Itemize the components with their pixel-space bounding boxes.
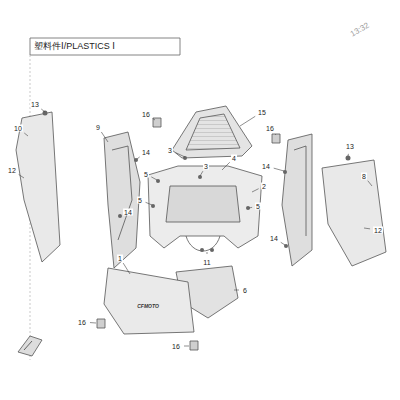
callout-number: 1	[117, 255, 123, 262]
leader-line	[281, 242, 285, 245]
leader-line	[41, 109, 45, 112]
leader-line	[274, 168, 284, 171]
leader-line	[207, 252, 208, 254]
leader-line	[200, 171, 203, 176]
callout-number: 13	[345, 143, 355, 150]
leader-line	[234, 290, 239, 291]
brand-logo: CFMOTO	[136, 304, 160, 309]
leader-line	[153, 118, 155, 120]
leader-line	[120, 215, 121, 216]
callout-number: 11	[202, 259, 211, 266]
callout-number: 16	[77, 319, 87, 326]
callout-number: 15	[257, 109, 267, 116]
leader-line	[275, 134, 277, 136]
callout-number: 6	[242, 287, 248, 294]
callout-number: 14	[261, 163, 271, 170]
leader-line	[348, 154, 349, 156]
leader-line	[222, 162, 230, 170]
callout-number: 2	[261, 183, 267, 190]
diagram-title: 塑料件Ⅰ/PLASTICS Ⅰ	[34, 42, 115, 51]
leader-line	[101, 132, 108, 142]
leader-line	[19, 174, 24, 178]
leader-line	[368, 181, 372, 186]
callout-number: 4	[231, 155, 237, 162]
callout-number: 3	[167, 147, 173, 154]
callout-number: 12	[373, 227, 383, 234]
callout-number: 3	[203, 163, 209, 170]
callout-number: 16	[171, 343, 181, 350]
callout-number: 14	[269, 235, 279, 242]
callout-number: 14	[123, 209, 133, 216]
callout-number: 13	[30, 101, 40, 108]
leader-line	[24, 133, 28, 136]
callout-number: 5	[255, 203, 261, 210]
leader-line	[249, 207, 252, 209]
leader-line	[240, 116, 255, 126]
leader-line	[151, 177, 157, 180]
leader-line	[252, 189, 259, 192]
leader-line	[137, 157, 140, 159]
leader-line	[184, 346, 189, 347]
callout-number: 10	[13, 125, 23, 132]
leader-line	[364, 228, 370, 230]
leader-line	[175, 153, 185, 157]
callout-number: 16	[141, 111, 151, 118]
callout-number: 5	[137, 197, 143, 204]
leader-line	[90, 322, 96, 323]
watermark: 13:32	[348, 21, 371, 39]
leader-line	[146, 202, 152, 205]
callout-number: 5	[143, 171, 149, 178]
callout-number: 9	[95, 124, 101, 131]
callout-number: 12	[7, 167, 17, 174]
callout-number: 16	[265, 125, 275, 132]
callout-number: 14	[141, 149, 151, 156]
leader-line	[123, 263, 130, 274]
callout-number: 8	[361, 173, 367, 180]
